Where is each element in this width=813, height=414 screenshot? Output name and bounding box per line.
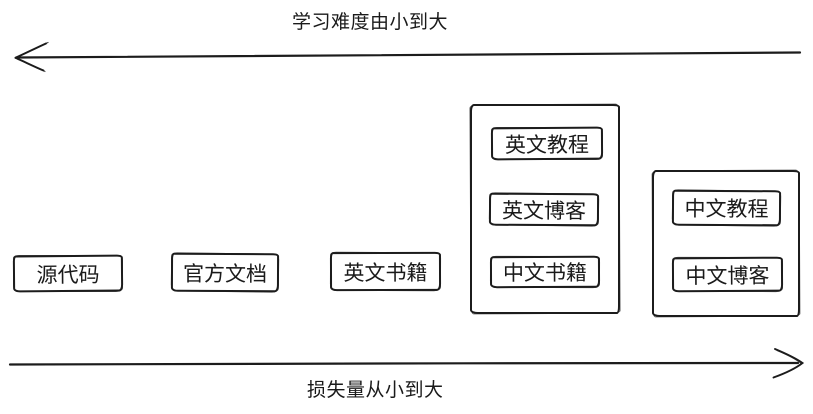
group-box-english-resources: 英文教程 英文博客 中文书籍 xyxy=(470,104,620,314)
box-chinese-tutorials: 中文教程 xyxy=(671,189,782,227)
box-english-blogs: 英文博客 xyxy=(488,192,600,227)
box-chinese-books-label: 中文书籍 xyxy=(502,261,588,286)
box-source-code: 源代码 xyxy=(12,254,124,293)
box-english-tutorials-label: 英文教程 xyxy=(504,133,590,157)
box-official-docs: 官方文档 xyxy=(170,252,280,293)
box-chinese-blogs-label: 中文博客 xyxy=(685,264,770,288)
box-english-books-label: 英文书籍 xyxy=(343,261,428,285)
group-box-chinese-resources: 中文教程 中文博客 xyxy=(652,170,800,317)
loss-axis-label: 损失量从小到大 xyxy=(307,380,444,401)
box-source-code-label: 源代码 xyxy=(36,263,100,287)
box-chinese-tutorials-label: 中文教程 xyxy=(684,197,769,222)
box-chinese-books: 中文书籍 xyxy=(489,255,601,289)
difficulty-axis-label: 学习难度由小到大 xyxy=(292,12,449,33)
loss-axis-arrow-right xyxy=(8,348,805,379)
box-english-books: 英文书籍 xyxy=(329,251,442,292)
box-english-tutorials: 英文教程 xyxy=(490,126,604,161)
box-chinese-blogs: 中文博客 xyxy=(671,256,784,293)
difficulty-axis-arrow-left xyxy=(14,41,802,73)
box-english-blogs-label: 英文博客 xyxy=(501,199,587,223)
box-official-docs-label: 官方文档 xyxy=(182,262,268,286)
